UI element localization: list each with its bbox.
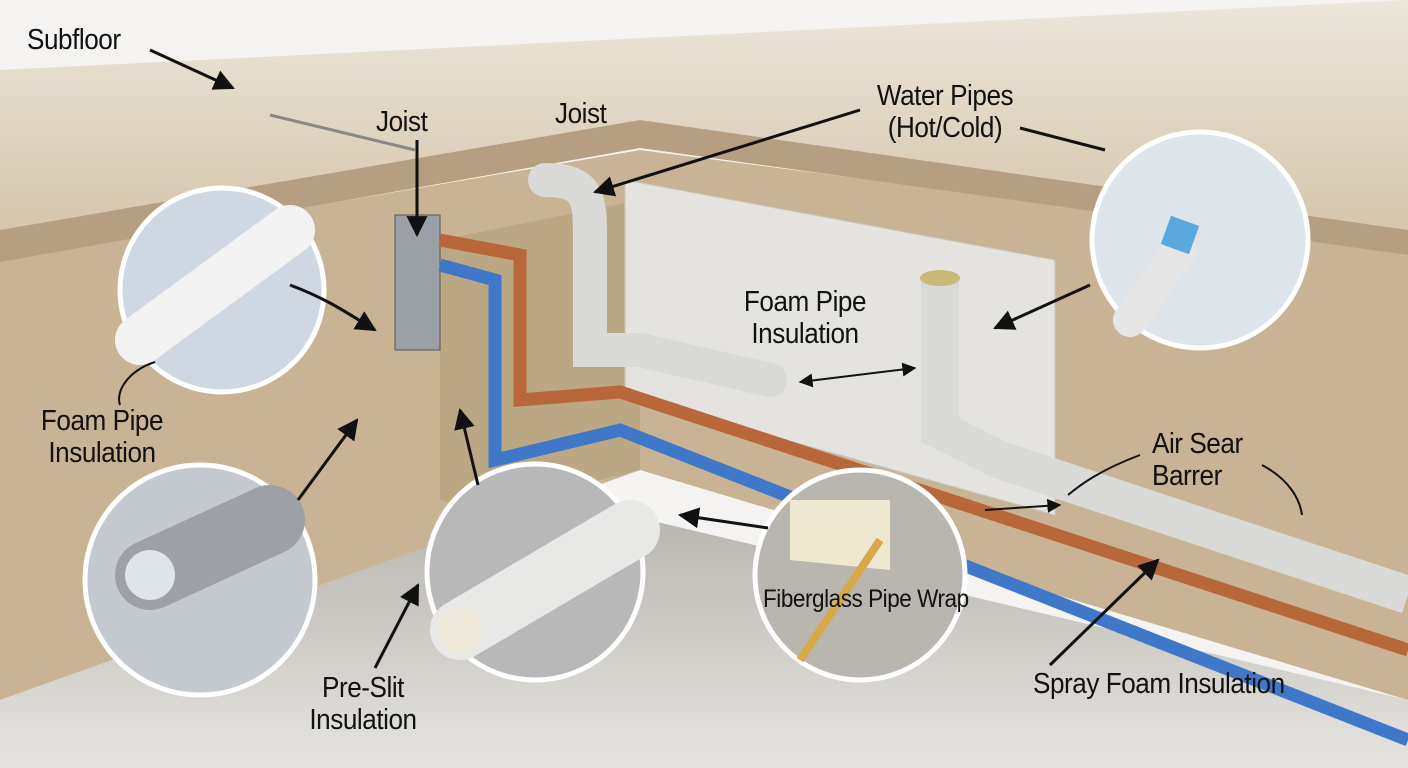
label-spray-foam: Spray Foam Insulation (1033, 668, 1285, 700)
foam-left-line2: Insulation (48, 437, 156, 469)
label-fiberglass-wrap: Fiberglass Pipe Wrap (763, 585, 969, 613)
label-arrows (118, 48, 1303, 669)
label-foam-pipe-center: Foam Pipe Insulation (733, 286, 877, 350)
label-pre-slit: Pre-Slit Insulation (296, 672, 431, 736)
foam-center-line2: Insulation (751, 318, 859, 350)
inset-pre-slit (424, 461, 660, 683)
inset-air-seal (1089, 129, 1311, 351)
label-water-pipes: Water Pipes (Hot/Cold) (860, 80, 1031, 144)
joist-hanger (394, 214, 441, 351)
inset-foam-sleeve (115, 185, 327, 395)
inset-foam-cut (82, 462, 318, 698)
air-seal-line2: Barrer (1152, 460, 1222, 492)
label-air-seal-barrier: Air Sear Barrer (1152, 428, 1243, 492)
label-subfloor: Subfloor (27, 24, 121, 56)
insulated-pipe-right (921, 280, 1408, 614)
air-seal-line1: Air Sear (1152, 428, 1243, 460)
insulated-pipe-left (528, 163, 787, 397)
foam-center-line1: Foam Pipe (743, 286, 867, 318)
pre-slit-line2: Insulation (309, 704, 417, 736)
label-foam-pipe-left: Foam Pipe Insulation (30, 405, 174, 469)
label-joist-right: Joist (555, 98, 607, 130)
water-pipes-line1: Water Pipes (876, 80, 1014, 112)
label-joist-left: Joist (376, 106, 428, 138)
water-pipes-line2: (Hot/Cold) (887, 112, 1003, 144)
pre-slit-line1: Pre-Slit (322, 672, 404, 704)
inset-fiberglass (752, 467, 968, 683)
foam-left-line1: Foam Pipe (40, 405, 164, 437)
